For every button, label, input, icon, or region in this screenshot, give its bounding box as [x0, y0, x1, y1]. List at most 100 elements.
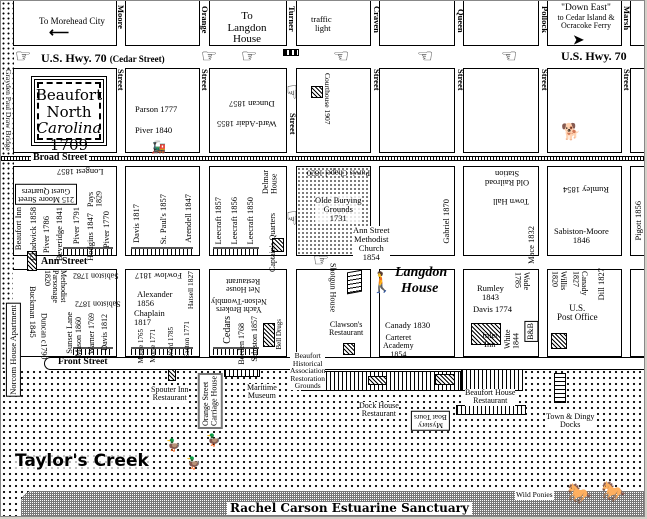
methodist-parsonage-label: Methodist Parsonage 1820 — [43, 270, 68, 303]
inlet-inn-label: Inlet Inn — [482, 331, 498, 349]
block — [547, 166, 622, 256]
carriage-house-label: Orange Street Carriage House — [198, 373, 223, 429]
street-label: Street — [621, 69, 632, 91]
ann-street-label: Ann Street — [41, 256, 88, 267]
label-line: Chaplain — [134, 308, 165, 318]
alexander-label: Alexander 1856 — [137, 290, 172, 308]
carteret-academy-label: Carteret Academy 1854 — [383, 333, 414, 359]
fowlow-label: Fowlow 1817 — [135, 270, 182, 281]
turner-street-label: Turner — [286, 6, 297, 32]
label-line: Town & Dingy — [546, 412, 595, 421]
block — [463, 68, 539, 153]
piver-1791-label: Piver 1791 — [71, 207, 81, 245]
label-line: Grounds — [323, 203, 353, 214]
langdon-house-label: Langdon House — [395, 265, 447, 297]
label-line: 1817 — [134, 316, 151, 327]
pony-icon: 🐎 — [601, 481, 626, 503]
block — [209, 68, 287, 153]
broad-street-label: Broad Street — [31, 152, 90, 164]
label-line: Post Office — [557, 312, 598, 323]
white-label: White 1844 — [503, 329, 521, 349]
label-line: Inlet — [482, 330, 498, 340]
morse-label: Morse 1771 — [149, 329, 157, 363]
down-east-label: "Down East" to Cedar Island & Ocracoke F… — [550, 3, 622, 31]
block — [13, 269, 117, 357]
pointing-hand-right-icon: ☞ — [201, 46, 218, 66]
piver-1840-label: Piver 1840 — [135, 125, 173, 135]
block — [630, 68, 644, 153]
davis-1774-label: Davis 1774 — [473, 304, 512, 314]
houses-icon — [213, 247, 259, 255]
post-office-building — [551, 333, 567, 349]
dill-label: Dill 1827 — [596, 268, 606, 301]
buckman-label: Buckman 1845 — [27, 286, 38, 338]
label-line: 1846 — [572, 234, 590, 245]
captains-quarters-label: Captain's Quarters — [268, 213, 277, 272]
label-line: Mystery — [417, 420, 443, 430]
spouter-inn-building — [168, 369, 176, 381]
block — [296, 68, 371, 153]
block — [125, 1, 200, 46]
label-line: Beaufort House — [465, 388, 516, 397]
maritime-pier — [224, 369, 260, 377]
purvis-chapel-label: Purvis Chapel 1820 — [307, 168, 371, 178]
houses-icon — [63, 247, 113, 255]
label-line: Carriage House — [209, 376, 219, 426]
davis-1817-label: Davis 1817 — [131, 204, 141, 243]
label-line: Restaurant — [329, 328, 364, 338]
leecraft-1857-label: Leecraft 1857 — [213, 197, 223, 245]
houses-icon — [131, 347, 193, 355]
label-line: Alexander — [137, 289, 173, 299]
front-street-label: Front Street — [58, 357, 108, 367]
label-line: Spouter Inn — [151, 385, 189, 394]
canady-1830-label: Canady 1830 — [385, 320, 431, 330]
draw-bridge-label: Grayden Paul Draw Bridge — [3, 69, 13, 151]
label-line: Restaurant — [226, 276, 261, 286]
block — [547, 68, 622, 153]
queen-street-label: Queen — [455, 9, 466, 33]
block — [296, 1, 371, 46]
wade-label: Wade 1785 — [513, 272, 531, 291]
pointing-hand-down-icon: ☞ — [282, 83, 303, 101]
pointing-hand-left-icon: ☜ — [333, 46, 350, 66]
label-line: Academy — [383, 341, 414, 351]
label-line: traffic — [311, 14, 332, 24]
longest-label: Longest 1857 — [57, 166, 104, 177]
label-line: Beaufort — [294, 351, 321, 360]
hwy-label: U.S. Hwy. 70 — [41, 51, 107, 65]
norcom-house-label: Norcom House Apartment — [6, 303, 21, 397]
label-line: Church — [358, 242, 384, 253]
mystery-boat-tours-label: Mystery Boat Tours — [411, 411, 450, 431]
label-line: House — [401, 281, 439, 297]
pointing-hand-down-icon: ☞ — [282, 209, 303, 227]
block — [13, 166, 117, 256]
orange-street-label: Orange — [199, 6, 210, 34]
borden-label: Borden 1768 — [237, 323, 246, 365]
label-line: 1731 — [329, 212, 347, 223]
dock-house-label: Dock House Restaurant — [359, 401, 399, 419]
block — [13, 1, 117, 46]
traffic-light-label: traffic light — [311, 15, 332, 33]
train-icon: 🚂 — [151, 140, 166, 154]
ward-1785-label: Ward 1785 — [167, 327, 175, 358]
label-line: Carteret — [385, 333, 412, 342]
label-line: House — [232, 33, 262, 46]
label-line: Ocracoke Ferry — [561, 21, 611, 31]
label-line: Guest Quarters — [21, 186, 71, 196]
label-line: Maritime — [247, 383, 277, 392]
town-hall-label: Town Hall — [493, 196, 529, 207]
courthouse-building — [311, 86, 323, 98]
guest-quarters-label: 215 Moore Street Guest Quarters — [15, 184, 77, 205]
label-line: Restaurant — [473, 396, 508, 406]
maritime-museum-label: Maritime Museum — [247, 383, 277, 401]
wild-ponies-label: Wild Ponies — [515, 490, 554, 500]
street-label: Street — [287, 113, 298, 135]
block — [463, 166, 539, 256]
label-line: Restaurant — [152, 393, 187, 403]
duck-icon: 🦆 — [166, 438, 181, 452]
label-line: Langdon — [227, 21, 267, 34]
inlet-inn-building — [471, 323, 501, 345]
sabiston-1857-label: Sabiston 1857 — [250, 316, 259, 362]
label-line: Docks — [559, 420, 581, 430]
pointing-hand-left-icon: ☜ — [417, 46, 434, 66]
